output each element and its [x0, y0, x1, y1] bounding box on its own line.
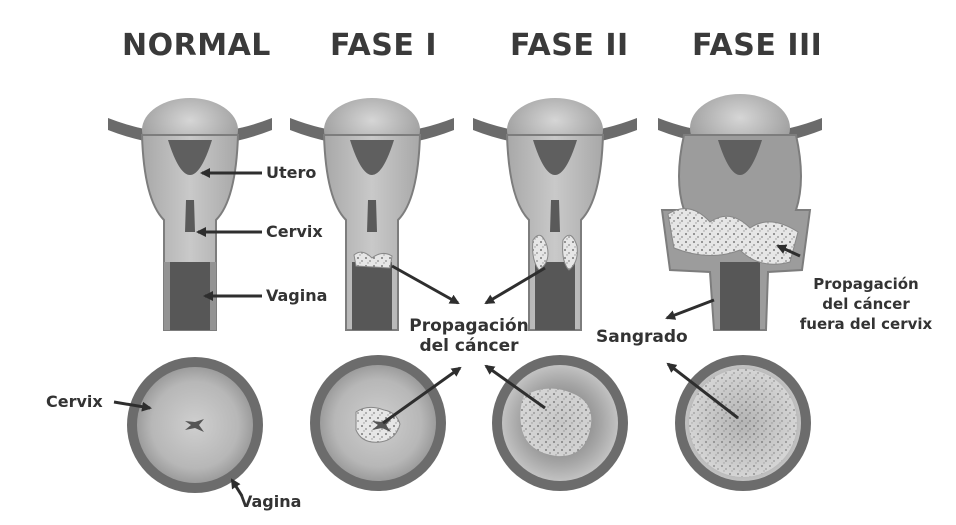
label-propagacion-line1: Propagación — [404, 316, 534, 336]
cervix-disc-fase-2 — [492, 355, 628, 491]
label-vagina-top: Vagina — [266, 286, 327, 305]
label-cervix-top: Cervix — [266, 222, 323, 241]
cervix-disc-normal — [127, 357, 263, 493]
label-utero: Utero — [266, 163, 316, 182]
label-propagacion-line2: del cáncer — [404, 336, 534, 356]
label-sangrado: Sangrado — [596, 327, 688, 347]
arrow-fase1-to-label — [392, 266, 458, 303]
arrow-sangrado — [667, 300, 714, 318]
cervix-disc-fase-1 — [310, 355, 446, 491]
label-cervix-bottom: Cervix — [46, 392, 103, 411]
label-fuera-line1: Propagación — [796, 274, 936, 294]
label-vagina-bottom: Vagina — [240, 492, 301, 511]
label-fuera-del-cervix: Propagación del cáncer fuera del cervix — [796, 274, 936, 334]
label-propagacion: Propagación del cáncer — [404, 316, 534, 356]
label-fuera-line3: fuera del cervix — [796, 314, 936, 334]
label-fuera-line2: del cáncer — [796, 294, 936, 314]
cervix-disc-fase-3 — [675, 355, 811, 491]
